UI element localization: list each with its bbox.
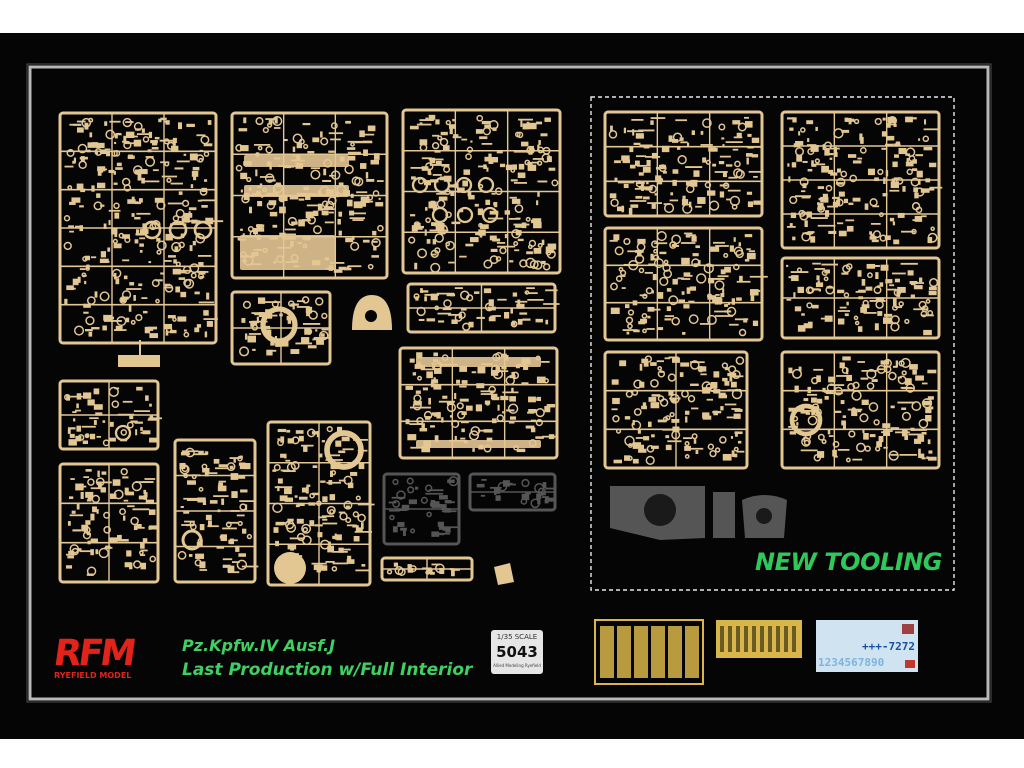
- sprue-j: [266, 420, 375, 587]
- sprue-n5: [780, 256, 941, 340]
- sprue-n2: [603, 226, 768, 342]
- sprue-g-wheel: [114, 424, 132, 442]
- sprue-a-wheel-1: [142, 220, 162, 240]
- decal-sheet: [816, 620, 918, 672]
- sprue-a: [58, 111, 224, 345]
- sprue-i: [173, 438, 259, 584]
- decal-red-mark: [905, 660, 915, 668]
- sprue-d: [230, 290, 332, 366]
- sprue-illustration: [26, 63, 992, 703]
- scale-footer: Allied Modeling Ryefield: [493, 663, 541, 668]
- sprue-g: [58, 379, 162, 451]
- sprue-h: [58, 462, 160, 584]
- cupola-ring: [324, 430, 364, 470]
- grey-turret-opening: [644, 494, 676, 526]
- turret-hatch: [365, 310, 377, 322]
- model-title-line1: Pz.Kpfw.IV Ausf.J: [182, 636, 336, 655]
- sprue-l: [468, 472, 557, 512]
- sprue-n6: [780, 350, 941, 470]
- sprue-a-wheel-2: [168, 220, 188, 240]
- fender-part: [416, 357, 541, 367]
- sprue-a-tab: [118, 355, 160, 367]
- scale-badge: [491, 630, 543, 674]
- turret-ring: [260, 306, 298, 344]
- hull-side-1: [244, 155, 349, 167]
- track-run: [416, 440, 541, 448]
- grey-mantlet-hole: [756, 508, 772, 524]
- loose-part: [494, 563, 514, 585]
- sprue-i-wheel: [181, 529, 203, 551]
- hull-side-2: [244, 185, 349, 197]
- sprue-c: [401, 108, 562, 275]
- photo-etch-fret-small: [716, 620, 802, 658]
- brand-logo: RFM: [51, 633, 137, 674]
- sprue-n4: [780, 110, 943, 250]
- decal-flag: [902, 624, 914, 634]
- model-title-line2: Last Production w/Full Interior: [182, 660, 473, 680]
- new-tooling-outline: [590, 96, 955, 591]
- sprue-a-wheel-3: [193, 220, 213, 240]
- decal-row: 1234567890: [818, 656, 885, 669]
- brand-name: RYEFIELD MODEL: [54, 671, 132, 680]
- grey-side-part: [713, 492, 735, 538]
- sprue-k: [382, 472, 461, 546]
- sprue-n6-hatch: [789, 403, 823, 437]
- sprue-n1: [603, 110, 764, 218]
- road-wheel-3: [455, 176, 473, 194]
- idler-wheel-2: [456, 206, 474, 224]
- sprue-n3: [603, 350, 749, 470]
- frame-border: [28, 65, 990, 701]
- road-wheel-4: [477, 176, 495, 194]
- sprue-e: [406, 282, 560, 334]
- drive-sprocket: [274, 552, 306, 584]
- sprue-m: [380, 556, 474, 582]
- road-wheel-2: [433, 176, 451, 194]
- idler-wheel-3: [481, 206, 499, 224]
- photo-etch-fret: [594, 619, 704, 685]
- road-wheel-1: [411, 176, 429, 194]
- new-tooling-label: NEW TOOLING: [755, 548, 943, 576]
- kit-number: 5043: [496, 643, 538, 661]
- hull-floor: [240, 235, 335, 270]
- frame-border-outer: [26, 63, 992, 703]
- scale-label: 1/35 SCALE: [496, 633, 538, 641]
- idler-wheel-1: [431, 206, 449, 224]
- decal-number: +++-7272: [862, 640, 915, 653]
